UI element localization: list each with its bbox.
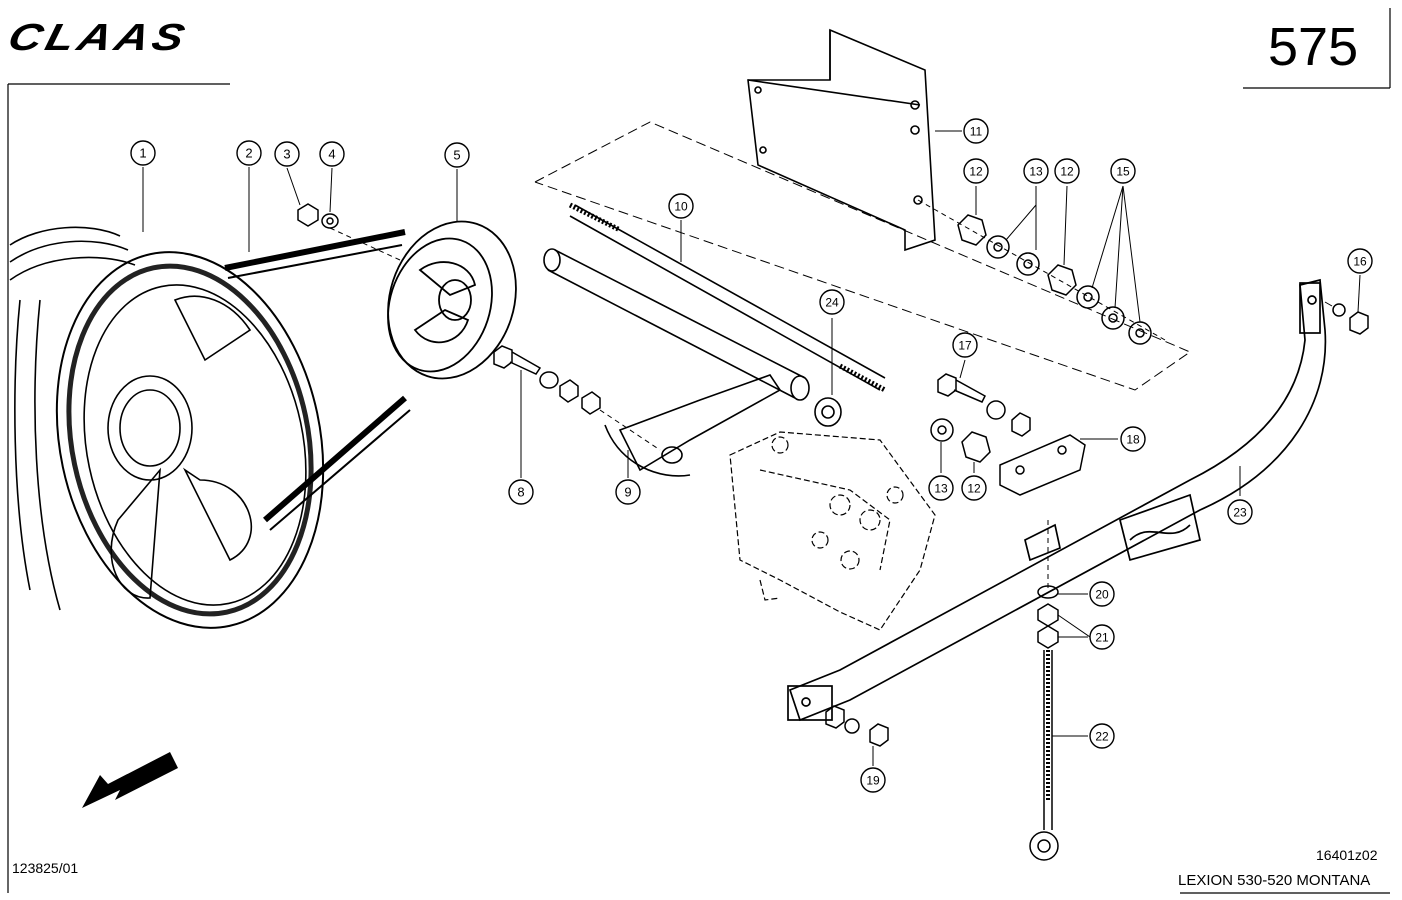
callout-12: 12 bbox=[963, 158, 989, 184]
callout-label: 16 bbox=[1353, 255, 1367, 269]
callout-2: 2 bbox=[236, 140, 262, 166]
callout-label: 22 bbox=[1095, 730, 1109, 744]
brand-logo: CLAAS bbox=[3, 15, 194, 59]
callout-circle bbox=[963, 118, 989, 144]
callout-circle bbox=[1120, 426, 1146, 452]
callout-label: 19 bbox=[866, 774, 880, 788]
callout-18: 18 bbox=[1120, 426, 1146, 452]
callout-circle bbox=[615, 479, 641, 505]
callout-label: 2 bbox=[245, 146, 252, 161]
page-number: 575 bbox=[1268, 17, 1359, 77]
drive-belt bbox=[224, 229, 411, 531]
small-pulley bbox=[387, 220, 517, 380]
callout-circle bbox=[1347, 248, 1373, 274]
callout-label: 11 bbox=[970, 125, 983, 139]
callout-circle bbox=[961, 475, 987, 501]
callout-22: 22 bbox=[1089, 723, 1115, 749]
nut-washer-3-4 bbox=[297, 203, 401, 261]
callout-circle bbox=[1089, 581, 1115, 607]
callout-4: 4 bbox=[319, 141, 345, 167]
callout-circle bbox=[668, 193, 694, 219]
callout-label: 10 bbox=[674, 200, 688, 214]
document-id: 123825/01 bbox=[12, 860, 79, 876]
callout-label: 17 bbox=[958, 339, 972, 353]
callout-13: 13 bbox=[1023, 158, 1049, 184]
callout-15: 15 bbox=[1110, 158, 1136, 184]
callout-circle bbox=[130, 140, 156, 166]
callout-16: 16 bbox=[1347, 248, 1373, 274]
callout-label: 12 bbox=[969, 165, 983, 179]
callout-circle bbox=[952, 332, 978, 358]
callout-17: 17 bbox=[952, 332, 978, 358]
callout-12: 12 bbox=[1054, 158, 1080, 184]
model-name: LEXION 530-520 MONTANA bbox=[1178, 872, 1371, 889]
bolts-16-19 bbox=[825, 274, 1369, 766]
callout-circle bbox=[1227, 499, 1253, 525]
callout-label: 13 bbox=[934, 482, 948, 496]
callout-5: 5 bbox=[444, 142, 470, 168]
callout-circle bbox=[1089, 624, 1115, 650]
callout-label: 15 bbox=[1116, 165, 1130, 179]
callout-1: 1 bbox=[130, 140, 156, 166]
shaft-10 bbox=[568, 202, 887, 393]
callout-circle bbox=[860, 767, 886, 793]
callout-circle bbox=[319, 141, 345, 167]
callout-circle bbox=[1023, 158, 1049, 184]
leader-lines bbox=[142, 167, 458, 252]
large-pulley bbox=[9, 226, 325, 629]
callout-23: 23 bbox=[1227, 499, 1253, 525]
callout-circle bbox=[963, 158, 989, 184]
callout-3: 3 bbox=[274, 141, 300, 167]
callout-label: 9 bbox=[624, 485, 631, 500]
direction-arrow-icon bbox=[82, 752, 178, 808]
callout-20: 20 bbox=[1089, 581, 1115, 607]
callout-circle bbox=[236, 140, 262, 166]
callout-circle bbox=[928, 475, 954, 501]
callout-13: 13 bbox=[928, 475, 954, 501]
callout-label: 23 bbox=[1233, 506, 1247, 520]
callout-10: 10 bbox=[668, 193, 694, 219]
callout-label: 1 bbox=[139, 146, 146, 161]
callout-label: 5 bbox=[453, 148, 460, 163]
callout-label: 4 bbox=[328, 147, 335, 162]
callout-label: 24 bbox=[825, 296, 839, 310]
tensioner-arm-9 bbox=[543, 248, 810, 478]
drawing-id: 16401z02 bbox=[1316, 847, 1378, 863]
callout-circle bbox=[819, 289, 845, 315]
hardware-stack-upper bbox=[957, 185, 1152, 345]
callout-label: 12 bbox=[1060, 165, 1074, 179]
callout-label: 12 bbox=[967, 482, 981, 496]
callout-label: 3 bbox=[283, 147, 290, 162]
callout-label: 21 bbox=[1095, 631, 1109, 645]
support-bar-23 bbox=[787, 278, 1327, 722]
callout-label: 18 bbox=[1126, 433, 1140, 447]
callout-circle bbox=[274, 141, 300, 167]
callout-12: 12 bbox=[961, 475, 987, 501]
callout-24: 24 bbox=[819, 289, 845, 315]
spacer-24 bbox=[814, 318, 842, 427]
callout-11: 11 bbox=[963, 118, 989, 144]
callout-circle bbox=[444, 142, 470, 168]
callout-8: 8 bbox=[508, 479, 534, 505]
bracket-11 bbox=[747, 28, 1166, 341]
callout-label: 20 bbox=[1095, 588, 1109, 602]
callout-label: 8 bbox=[517, 485, 524, 500]
callout-label: 13 bbox=[1029, 165, 1043, 179]
frame-lines bbox=[7, 8, 1391, 894]
bolt-assembly-8 bbox=[493, 345, 661, 478]
callout-circle bbox=[508, 479, 534, 505]
tension-rod-22 bbox=[1029, 520, 1091, 861]
callout-9: 9 bbox=[615, 479, 641, 505]
callout-circle bbox=[1089, 723, 1115, 749]
dashed-frame bbox=[534, 121, 1192, 391]
hardware-stack-lower bbox=[930, 359, 1118, 496]
callout-21: 21 bbox=[1089, 624, 1115, 650]
hydraulic-pump bbox=[729, 431, 936, 631]
callout-circle bbox=[1054, 158, 1080, 184]
callout-19: 19 bbox=[860, 767, 886, 793]
callout-circle bbox=[1110, 158, 1136, 184]
